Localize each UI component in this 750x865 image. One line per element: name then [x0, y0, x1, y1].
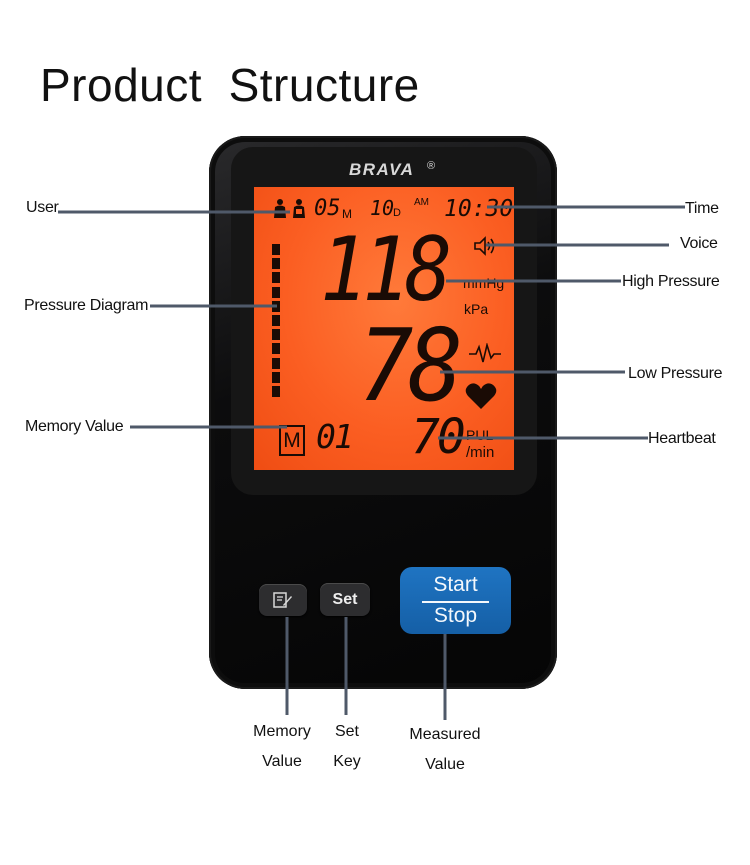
- pressure-diagram-segment: [272, 329, 280, 341]
- registered-mark: ®: [427, 160, 436, 172]
- start-stop-divider: [422, 601, 489, 603]
- start-stop-button[interactable]: Start Stop: [400, 567, 511, 634]
- pressure-diagram-segment: [272, 258, 280, 270]
- day-value: 10: [370, 196, 395, 220]
- label-memory-value-bottom: Memory Value: [250, 717, 314, 777]
- brand-logo: BRAVA: [349, 160, 415, 179]
- pressure-diagram-segment: [272, 286, 280, 298]
- day-unit: D: [393, 207, 401, 219]
- pressure-diagram-segment: [272, 272, 280, 284]
- stop-label: Stop: [433, 604, 478, 627]
- label-measured-line2: Value: [425, 756, 465, 773]
- start-label: Start: [433, 573, 478, 596]
- memory-button[interactable]: [259, 584, 307, 616]
- label-time: Time: [685, 200, 719, 217]
- label-measured-line1: Measured: [409, 726, 481, 743]
- systolic-value: 118: [320, 218, 452, 321]
- pressure-diagram-segment: [272, 371, 280, 383]
- pressure-diagram-segment: [272, 244, 280, 255]
- pressure-diagram-segment: [272, 343, 280, 355]
- label-memory-value: Memory Value: [25, 418, 124, 435]
- pressure-diagram-segment: [272, 357, 280, 369]
- memory-edit-icon: [273, 592, 292, 608]
- month-value: 05: [314, 196, 341, 221]
- diastolic-value: 78: [358, 307, 463, 424]
- label-set-line1: Set: [334, 723, 359, 740]
- label-memory-line2: Value: [262, 753, 302, 770]
- pressure-diagram-segment: [272, 386, 280, 397]
- lcd-screen: [254, 187, 514, 470]
- label-set-key: Set Key: [327, 717, 367, 777]
- page-title: Product Structure: [40, 59, 420, 111]
- label-voice: Voice: [680, 235, 718, 252]
- am-indicator: AM: [414, 197, 429, 208]
- unit-kpa: kPa: [464, 301, 489, 317]
- label-memory-line1: Memory: [253, 723, 311, 740]
- label-set-line2: Key: [333, 753, 361, 770]
- pulse-wave-icon: [469, 343, 501, 363]
- label-low-pressure: Low Pressure: [628, 365, 723, 382]
- label-heartbeat: Heartbeat: [648, 430, 716, 447]
- set-button[interactable]: Set: [320, 583, 370, 616]
- memory-number: 01: [316, 417, 354, 456]
- label-measured-value: Measured Value: [403, 720, 487, 780]
- label-pressure-diagram: Pressure Diagram: [24, 297, 149, 314]
- pressure-diagram-segment: [272, 315, 280, 326]
- label-high-pressure: High Pressure: [622, 273, 720, 290]
- pulse-unit-bottom: /min: [466, 444, 495, 461]
- memory-badge: M: [279, 425, 305, 456]
- time-display: 10:30: [444, 196, 514, 222]
- month-unit: M: [342, 207, 352, 221]
- label-user: User: [26, 199, 59, 216]
- heart-icon: [465, 383, 497, 409]
